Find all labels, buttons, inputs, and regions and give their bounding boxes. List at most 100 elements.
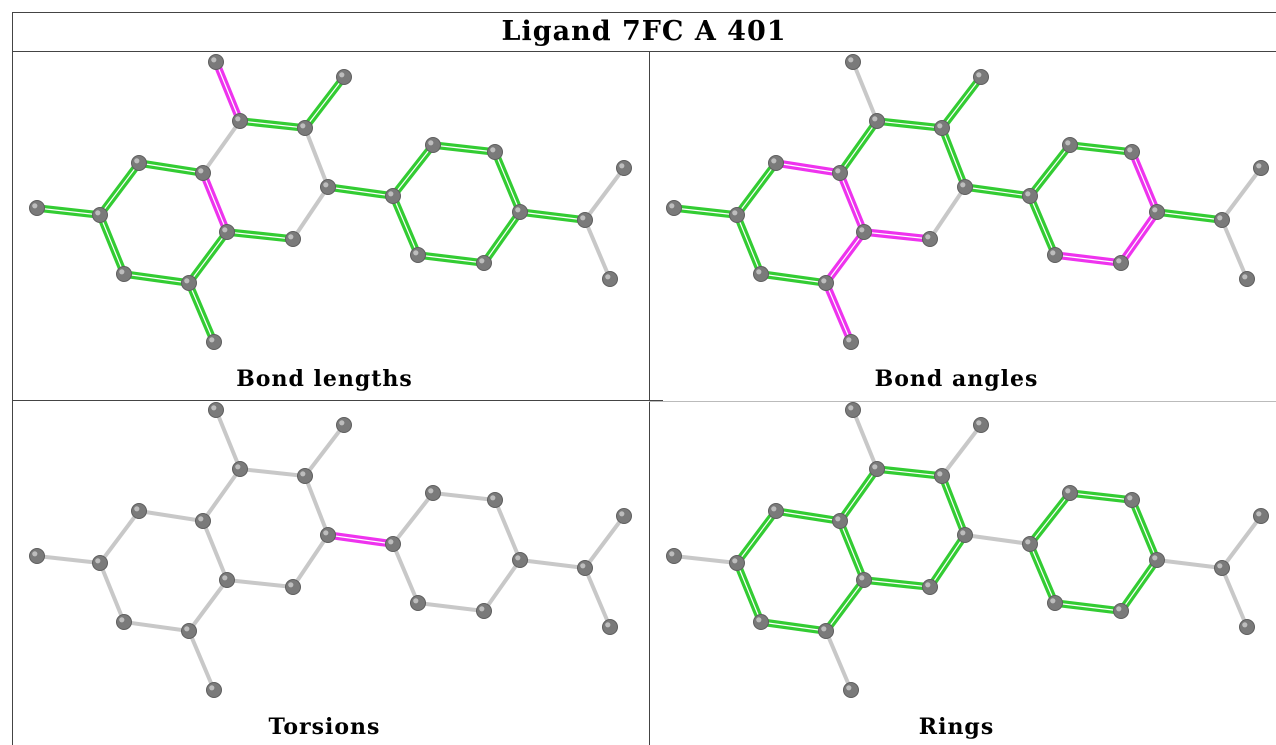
atom-torsions-7: [29, 548, 45, 564]
atom-rings-12: [818, 623, 834, 639]
bond-outlier-bond-angles-20: [1053, 251, 1123, 267]
bond-ok-bond-angles-1: [938, 74, 985, 131]
atom-rings-5: [832, 513, 848, 529]
atom-bond-lengths-12: [181, 275, 197, 291]
atom-highlight-bond-angles-14: [1065, 140, 1071, 146]
atom-bond-lengths-7: [29, 200, 45, 216]
bond-neutral-rings-22: [1155, 558, 1224, 570]
bond-ok-rings-10: [862, 576, 932, 591]
atom-bond-lengths-19: [476, 255, 492, 271]
atom-highlight-torsions-4: [134, 506, 140, 512]
bond-neutral-torsions-24: [583, 566, 612, 629]
atom-rings-20: [1214, 560, 1230, 576]
atom-highlight-rings-20: [1217, 563, 1223, 569]
bond-outlier-bond-angles-7: [836, 170, 868, 235]
atom-highlight-torsions-10: [288, 582, 294, 588]
bond-neutral-torsions-10: [225, 578, 295, 589]
bond-ok-rings-17: [1026, 490, 1074, 547]
atom-rings-16: [1022, 536, 1038, 552]
bond-ok-bond-angles-19: [1026, 193, 1059, 258]
caption-bond-angles: Bond angles: [874, 366, 1039, 392]
caption-torsions: Torsions: [268, 714, 381, 740]
atom-bond-lengths-10: [285, 231, 301, 247]
atom-highlight-torsions-3: [300, 471, 306, 477]
bond-ok-bond-angles-2: [875, 117, 944, 132]
atom-bond-angles-9: [856, 224, 872, 240]
bond-outlier-bond-angles-18: [1128, 149, 1161, 215]
bond-neutral-torsions-22: [518, 558, 587, 570]
atom-rings-14: [1062, 485, 1078, 501]
atom-bond-angles-10: [922, 231, 938, 247]
atom-highlight-bond-angles-19: [1116, 258, 1122, 264]
bond-neutral-rings-0: [851, 408, 879, 471]
atom-highlight-bond-lengths-6: [323, 182, 329, 188]
bond-neutral-torsions-11: [187, 578, 229, 633]
bond-neutral-bond-angles-14: [928, 185, 967, 241]
atom-highlight-bond-angles-7: [669, 203, 675, 209]
bond-neutral-torsions-13: [187, 629, 216, 692]
atom-bond-angles-1: [973, 69, 989, 85]
atom-highlight-bond-lengths-14: [428, 140, 434, 146]
atom-rings-11: [753, 614, 769, 630]
bond-ok-bond-angles-12: [759, 270, 828, 287]
atom-torsions-18: [410, 595, 426, 611]
bond-neutral-torsions-20: [416, 601, 486, 613]
atom-bond-lengths-0: [208, 54, 224, 70]
atom-highlight-bond-angles-0: [848, 57, 854, 63]
bond-ok-rings-5: [774, 507, 842, 525]
atom-highlight-bond-lengths-15: [490, 147, 496, 153]
bond-neutral-torsions-14: [291, 533, 330, 589]
bond-neutral-rings-13: [824, 629, 853, 692]
bond-neutral-bond-angles-23: [1220, 166, 1263, 222]
bond-ok-bond-lengths-20: [416, 251, 486, 267]
bond-ok-bond-lengths-1: [301, 74, 348, 131]
atom-rings-18: [1047, 595, 1063, 611]
caption-bond-lengths: Bond lengths: [236, 366, 413, 392]
atom-bond-lengths-20: [577, 212, 593, 228]
bond-ok-bond-angles-8: [672, 204, 739, 219]
bond-neutral-rings-1: [940, 423, 983, 478]
panel-bond-lengths: Bond lengths: [0, 0, 649, 400]
molecule-diagram-torsions: [29, 402, 632, 698]
atom-highlight-bond-lengths-1: [339, 72, 345, 78]
atom-bond-angles-11: [753, 266, 769, 282]
atom-highlight-bond-angles-3: [937, 123, 943, 129]
atom-highlight-bond-lengths-17: [515, 207, 521, 213]
atom-highlight-rings-5: [835, 516, 841, 522]
bond-outlier-bond-lengths-7: [199, 170, 231, 235]
atom-highlight-rings-1: [976, 420, 982, 426]
atom-highlight-torsions-9: [222, 575, 228, 581]
atom-highlight-bond-lengths-21: [619, 163, 625, 169]
atom-bond-angles-4: [768, 155, 784, 171]
atom-highlight-bond-angles-10: [925, 234, 931, 240]
atom-highlight-bond-lengths-16: [388, 191, 394, 197]
atom-highlight-bond-lengths-20: [580, 215, 586, 221]
atom-torsions-10: [285, 579, 301, 595]
atom-highlight-bond-angles-6: [960, 182, 966, 188]
bond-neutral-rings-24: [1220, 566, 1249, 629]
atom-highlight-bond-lengths-5: [198, 168, 204, 174]
bond-ok-bond-lengths-5: [137, 159, 205, 177]
atom-bond-angles-19: [1113, 255, 1129, 271]
bond-neutral-bond-lengths-23: [583, 166, 626, 222]
bond-ok-bond-angles-16: [1068, 141, 1134, 156]
bond-outlier-bond-lengths-0: [212, 59, 244, 124]
atom-highlight-torsions-6: [323, 530, 329, 536]
atom-bond-angles-2: [869, 113, 885, 129]
atom-rings-10: [922, 579, 938, 595]
bond-neutral-bond-angles-24: [1220, 218, 1249, 281]
bond-ok-bond-lengths-6: [96, 160, 143, 218]
bond-ok-bond-lengths-22: [518, 208, 587, 224]
bond-ok-bond-lengths-8: [35, 204, 102, 219]
atom-bond-lengths-21: [616, 160, 632, 176]
atom-bond-angles-5: [832, 165, 848, 181]
bond-ok-bond-angles-22: [1155, 208, 1224, 224]
bond-ok-rings-11: [822, 577, 868, 634]
atom-highlight-rings-18: [1050, 598, 1056, 604]
atom-highlight-bond-angles-12: [821, 278, 827, 284]
atom-torsions-22: [602, 619, 618, 635]
bond-neutral-bond-lengths-14: [291, 185, 330, 241]
bond-neutral-torsions-2: [238, 467, 307, 478]
atom-torsions-1: [336, 417, 352, 433]
molecule-diagram-rings: [666, 402, 1269, 698]
